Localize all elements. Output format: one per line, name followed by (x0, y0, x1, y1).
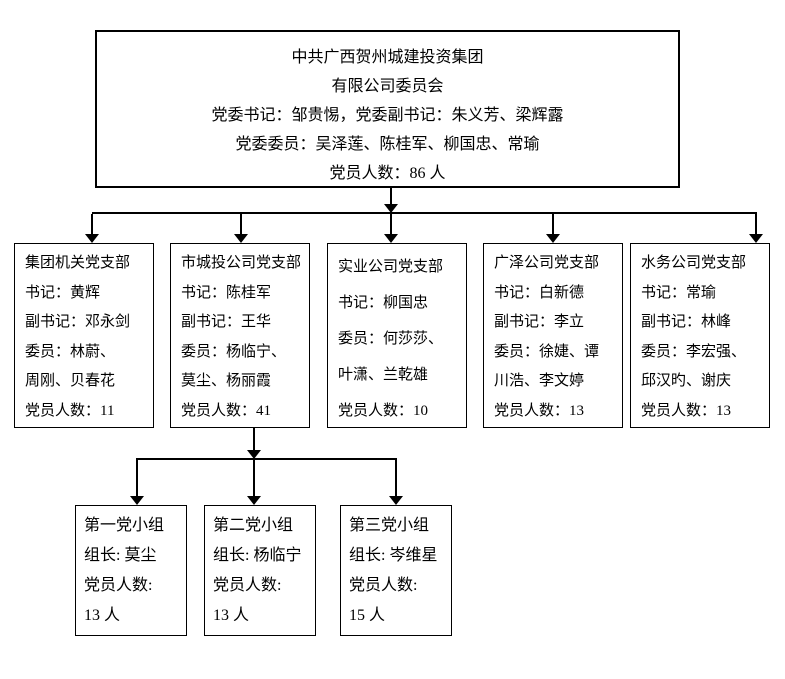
branch-deputy: 副书记：林峰 (641, 314, 732, 330)
arrow-down-icon (384, 234, 398, 243)
branch-members-line: 委员：徐婕、谭 (494, 343, 600, 360)
branch-box-group-office: 集团机关党支部 书记：黄辉 副书记：邓永剑 委员：林蔚、 周刚、贝春花 党员人数… (14, 243, 154, 428)
branch-secretary: 书记：柳国忠 (338, 295, 429, 311)
branch-box-industrial: 实业公司党支部 书记：柳国忠 委员：何莎莎、 叶潇、兰乾雄 党员人数：10 (327, 243, 467, 428)
group-count-label: 党员人数: (84, 577, 153, 594)
branch-title: 市城投公司党支部 (181, 255, 302, 271)
branch-member-count: 党员人数：13 (641, 402, 732, 419)
branch-secretary: 书记：常瑜 (641, 284, 717, 301)
arrow-down-icon (247, 496, 261, 505)
branch-member-count: 党员人数：41 (181, 402, 272, 419)
group-leader: 组长: 莫尘 (84, 547, 157, 564)
branch-members-line: 委员：李宏强、 (641, 343, 747, 360)
branch-deputy: 副书记：王华 (181, 314, 272, 330)
arrow-down-icon (130, 496, 144, 505)
committee-secretary-line: 党委书记：邹贵惕，党委副书记：朱义芳、梁辉露 (211, 107, 564, 124)
group-count-label: 党员人数: (349, 577, 418, 594)
group-title: 第二党小组 (213, 517, 294, 534)
group-leader: 组长: 杨临宁 (213, 547, 302, 564)
branch-box-guangze: 广泽公司党支部 书记：白新德 副书记：李立 委员：徐婕、谭 川浩、李文婷 党员人… (483, 243, 623, 428)
arrow-down-icon (749, 234, 763, 243)
group-box-2: 第二党小组 组长: 杨临宁 党员人数: 13 人 (204, 505, 316, 636)
branch-deputy: 副书记：李立 (494, 314, 585, 330)
arrow-down-icon (85, 234, 99, 243)
branch-secretary: 书记：黄辉 (25, 284, 101, 301)
connector-drop-2 (240, 214, 242, 234)
connector-drop-3 (390, 214, 392, 234)
group-count-value: 13 人 (213, 607, 250, 624)
group-title: 第三党小组 (349, 517, 430, 534)
branch-members-line: 委员：杨临宁、 (181, 343, 287, 360)
branch-members-line: 周刚、贝春花 (25, 373, 116, 389)
group-count-value: 13 人 (84, 607, 121, 624)
connector-drop-group-1 (136, 460, 138, 496)
branch-member-count: 党员人数：13 (494, 402, 585, 419)
connector-drop-group-2 (253, 460, 255, 496)
connector-bus-top (92, 212, 757, 214)
branch-members-line: 川浩、李文婷 (494, 373, 585, 389)
branch-title: 广泽公司党支部 (494, 255, 600, 271)
branch-title: 实业公司党支部 (338, 259, 444, 275)
branch-member-count: 党员人数：10 (338, 403, 429, 419)
committee-name-line-1: 中共广西贺州城建投资集团 (291, 49, 484, 66)
branch-member-count: 党员人数：11 (25, 402, 115, 419)
committee-member-count: 党员人数：86 人 (329, 165, 446, 182)
group-box-3: 第三党小组 组长: 岑维星 党员人数: 15 人 (340, 505, 452, 636)
branch-title: 水务公司党支部 (641, 255, 747, 271)
branch-members-line: 委员：林蔚、 (25, 343, 116, 360)
branch-members-line: 委员：何莎莎、 (338, 331, 444, 347)
branch-secretary: 书记：陈桂军 (181, 284, 272, 301)
committee-box: 中共广西贺州城建投资集团 有限公司委员会 党委书记：邹贵惕，党委副书记：朱义芳、… (95, 30, 680, 188)
group-leader: 组长: 岑维星 (349, 547, 438, 564)
connector-drop-group-3 (395, 460, 397, 496)
connector-bus-groups (136, 458, 397, 460)
branch-members-line: 叶潇、兰乾雄 (338, 367, 429, 383)
branch-members-line: 莫尘、杨丽霞 (181, 373, 272, 389)
connector-stem-top (390, 188, 392, 204)
branch-box-water: 水务公司党支部 书记：常瑜 副书记：林峰 委员：李宏强、 邱汉旳、谢庆 党员人数… (630, 243, 770, 428)
connector-drop-5 (755, 214, 757, 234)
group-count-label: 党员人数: (213, 577, 282, 594)
branch-deputy: 副书记：邓永剑 (25, 314, 131, 330)
group-count-value: 15 人 (349, 607, 386, 624)
connector-stem-branch2 (253, 428, 255, 450)
group-box-1: 第一党小组 组长: 莫尘 党员人数: 13 人 (75, 505, 187, 636)
arrow-down-icon (384, 204, 398, 213)
arrow-down-icon (247, 450, 261, 459)
group-title: 第一党小组 (84, 517, 165, 534)
committee-members-line: 党委委员：吴泽莲、陈桂军、柳国忠、常瑜 (235, 136, 540, 153)
branch-title: 集团机关党支部 (25, 255, 131, 271)
arrow-down-icon (389, 496, 403, 505)
connector-drop-4 (552, 214, 554, 234)
committee-name-line-2: 有限公司委员会 (331, 78, 444, 95)
arrow-down-icon (234, 234, 248, 243)
branch-members-line: 邱汉旳、谢庆 (641, 373, 732, 389)
branch-box-city-investment: 市城投公司党支部 书记：陈桂军 副书记：王华 委员：杨临宁、 莫尘、杨丽霞 党员… (170, 243, 310, 428)
connector-drop-1 (91, 214, 93, 234)
arrow-down-icon (546, 234, 560, 243)
branch-secretary: 书记：白新德 (494, 284, 585, 301)
